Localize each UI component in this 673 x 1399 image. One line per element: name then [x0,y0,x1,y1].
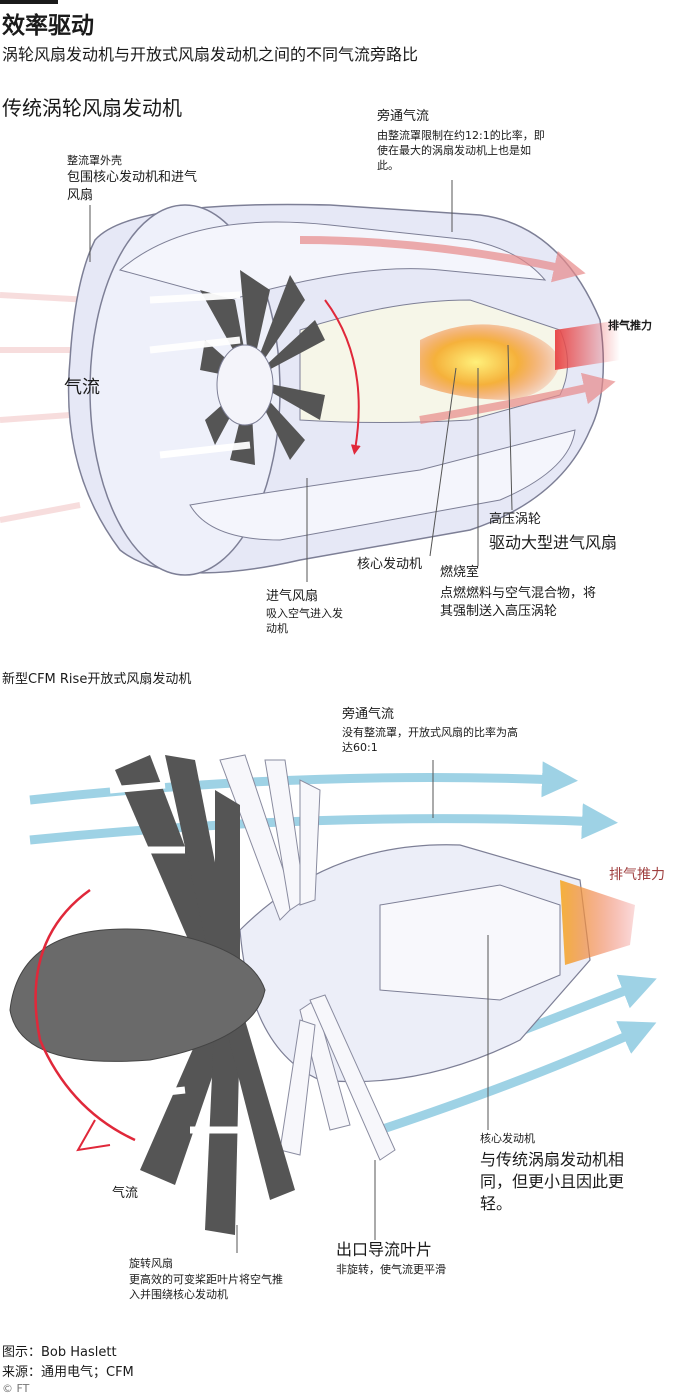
turbofan-rotation-arrow [324,299,361,455]
turbofan-bypass-desc: 由整流罩限制在约12:1的比率，即使在最大的涡扇发动机上也是如此。 [377,129,545,172]
openfan-airflow-label: 气流 [112,1186,139,1201]
turbofan-bypass-arrows [299,236,616,424]
openfan-rotating-fan-title: 旋转风扇 [129,1257,173,1270]
turbofan-leader-lines [89,180,513,582]
copyright: © FT [2,1382,30,1395]
openfan-outlet-vanes-title: 出口导流叶片 [336,1240,433,1259]
graphic-credit: 图示：Bob Haslett [2,1345,117,1360]
turbofan-nacelle-desc: 包围核心发动机和进气风扇 [67,170,198,203]
openfan-leader-lines [236,760,489,1253]
openfan-section-title: 新型CFM Rise开放式风扇发动机 [2,672,192,687]
turbofan-inflow-streaks [0,292,91,523]
turbofan-section-title: 传统涡轮风扇发动机 [2,96,182,120]
source-credit: 来源：通用电气；CFM [2,1365,134,1380]
turbofan-core-label: 核心发动机 [357,557,423,572]
page-title: 效率驱动 [2,13,94,39]
openfan-bypass-desc: 没有整流罩，开放式风扇的比率为高达60:1 [342,726,518,754]
turbofan-hp-turbine-title: 高压涡轮 [489,512,542,527]
openfan-outlet-vanes [219,754,396,1161]
openfan-core-desc: 与传统涡扇发动机相同，但更小且因此更轻。 [480,1150,625,1213]
openfan-bypass-arrows [29,761,657,1135]
openfan-core-inner [379,884,561,1001]
turbofan-airflow-label: 气流 [64,377,100,398]
turbofan-combustor-title: 燃烧室 [440,565,480,580]
openfan-rotation-arrow [34,888,136,1142]
turbofan-exhaust-label: 排气推力 [608,319,652,332]
openfan-outlet-vanes-desc: 非旋转，使气流更平滑 [336,1263,446,1276]
turbofan-exhaust-plume [555,320,620,370]
turbofan-spinner [216,344,274,426]
turbofan-fan-desc: 吸入空气进入发动机 [266,607,343,635]
openfan-illustration [9,754,657,1253]
openfan-rotating-fan-desc: 更高效的可变桨距叶片将空气推入并围绕核心发动机 [129,1273,283,1301]
header-accent-bar [0,0,58,4]
turbofan-fan-title: 进气风扇 [266,589,319,604]
turbofan-upper-duct [118,221,547,301]
openfan-inflow-arrows [109,781,250,1134]
turbofan-inflow-arrows [149,291,251,459]
page-subtitle: 涡轮风扇发动机与开放式风扇发动机之间的不同气流旁路比 [2,45,419,64]
openfan-spinner [9,928,266,1062]
openfan-exhaust [560,880,635,965]
turbofan-nacelle-title: 整流罩外壳 [67,154,122,167]
turbofan-combustor-desc: 点燃燃料与空气混合物，将其强制送入高压涡轮 [440,586,597,619]
turbofan-bypass-title: 旁通气流 [377,109,430,124]
openfan-rotation-arrowhead [76,1119,111,1152]
openfan-bypass-title: 旁通气流 [342,707,395,722]
turbofan-hp-turbine-desc: 驱动大型进气风扇 [489,533,618,552]
turbofan-illustration [0,180,620,582]
openfan-core-title: 核心发动机 [480,1132,535,1145]
turbofan-combustor-fire [420,324,560,400]
turbofan-lower-duct [189,429,576,541]
openfan-fan-blades [115,755,295,1235]
openfan-exhaust-label: 排气推力 [609,867,665,883]
